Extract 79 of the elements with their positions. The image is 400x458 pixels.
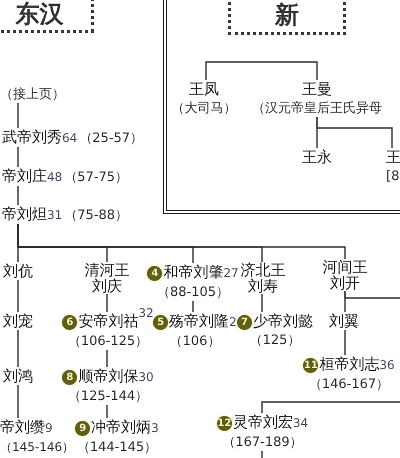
connector-line: [205, 61, 318, 80]
number-badge: 7: [237, 315, 252, 330]
connector-line: [106, 294, 108, 312]
connector-line: [261, 294, 263, 312]
age-number: 2: [229, 315, 237, 329]
person-name: 帝刘缵: [0, 418, 45, 436]
number-badge: 12: [216, 416, 232, 431]
age-number: 30: [138, 370, 154, 384]
person-name: 王凤: [189, 80, 219, 98]
age-number: 48: [47, 170, 62, 184]
reign-years: （25-57）: [79, 131, 144, 146]
connector-line: [261, 401, 400, 413]
person-name: 王曼: [302, 80, 332, 98]
title-box: [0, 0, 94, 33]
age-number: 64: [62, 131, 78, 145]
age-number: 36: [379, 358, 395, 372]
number-badge: 6: [62, 315, 78, 330]
age-number: 27: [223, 266, 239, 280]
person-name: 刘宠: [3, 312, 33, 330]
title-box: [228, 0, 346, 35]
person-name: 清河王刘庆: [84, 262, 130, 294]
number-badge: 8: [62, 370, 78, 385]
connector-line: [17, 147, 19, 167]
number-badge: 9: [75, 421, 90, 436]
person-name: 桓帝刘志: [319, 355, 380, 373]
reign-years: （106）: [170, 334, 220, 349]
reign-years: （144-145）: [76, 440, 158, 455]
age-number: 34: [292, 416, 308, 430]
reign-years: （146-167）: [308, 377, 390, 392]
person-name: 武帝刘秀: [2, 128, 62, 146]
reign-years: （125-144）: [68, 389, 148, 404]
connector-line: [106, 405, 108, 418]
connector-line: [192, 301, 194, 312]
connector-line: [17, 224, 346, 259]
connector-line: [261, 451, 263, 458]
connector-line: [316, 117, 393, 148]
person-name: 少帝刘懿: [253, 312, 313, 330]
person-name: 济北王刘寿: [240, 262, 286, 294]
connector-line: [344, 330, 346, 355]
person-name: 王永: [302, 148, 332, 166]
person-name: 刘伉: [3, 262, 33, 280]
page-note: （接上页）: [0, 87, 65, 102]
age-number: 32: [138, 306, 154, 320]
person-name: 刘翼: [329, 312, 359, 330]
connector-line: [17, 103, 19, 128]
person-name: 灵帝刘宏: [232, 413, 293, 431]
person-name: 帝刘庄: [2, 167, 47, 185]
connector-line: [106, 350, 108, 367]
connector-line: [17, 280, 19, 312]
person-name: 殇帝刘隆: [169, 312, 230, 330]
reign-years: （大司马）: [172, 101, 236, 116]
person-name: 和帝刘肇: [163, 263, 224, 281]
connector-line: [344, 291, 400, 299]
person-name: 刘鸿: [3, 367, 33, 385]
reign-years: （汉元帝皇后王氏异母: [252, 101, 382, 116]
age-number: 31: [47, 208, 62, 222]
reign-years: （106-125）: [68, 334, 148, 349]
connector-line: [17, 330, 19, 367]
number-badge: 5: [153, 315, 168, 330]
connector-line: [17, 385, 19, 418]
reign-years: （125）: [250, 333, 300, 348]
person-name: 冲帝刘炳: [91, 418, 152, 436]
connector-line: [17, 186, 19, 205]
person-name: 安帝刘祜: [78, 312, 138, 330]
person-name: 河间王刘开: [322, 259, 368, 291]
reign-years: （167-189）: [222, 435, 303, 450]
person-name: 顺帝刘保: [78, 367, 138, 385]
number-badge: 4: [147, 266, 162, 281]
reign-years: （88-105）: [156, 285, 230, 300]
age-number: 3: [151, 421, 159, 435]
dynasty-title: 东汉: [16, 0, 64, 28]
dynasty-title: 新: [275, 0, 299, 28]
number-badge: 11: [303, 358, 318, 373]
reign-years: （145-146）: [0, 440, 74, 454]
reign-years: （57-75）: [64, 170, 128, 185]
age-number: 9: [45, 421, 53, 435]
reign-years: [8: [386, 169, 400, 184]
reign-years: （75-88）: [64, 208, 128, 223]
person-name: 帝刘炟: [2, 205, 47, 223]
